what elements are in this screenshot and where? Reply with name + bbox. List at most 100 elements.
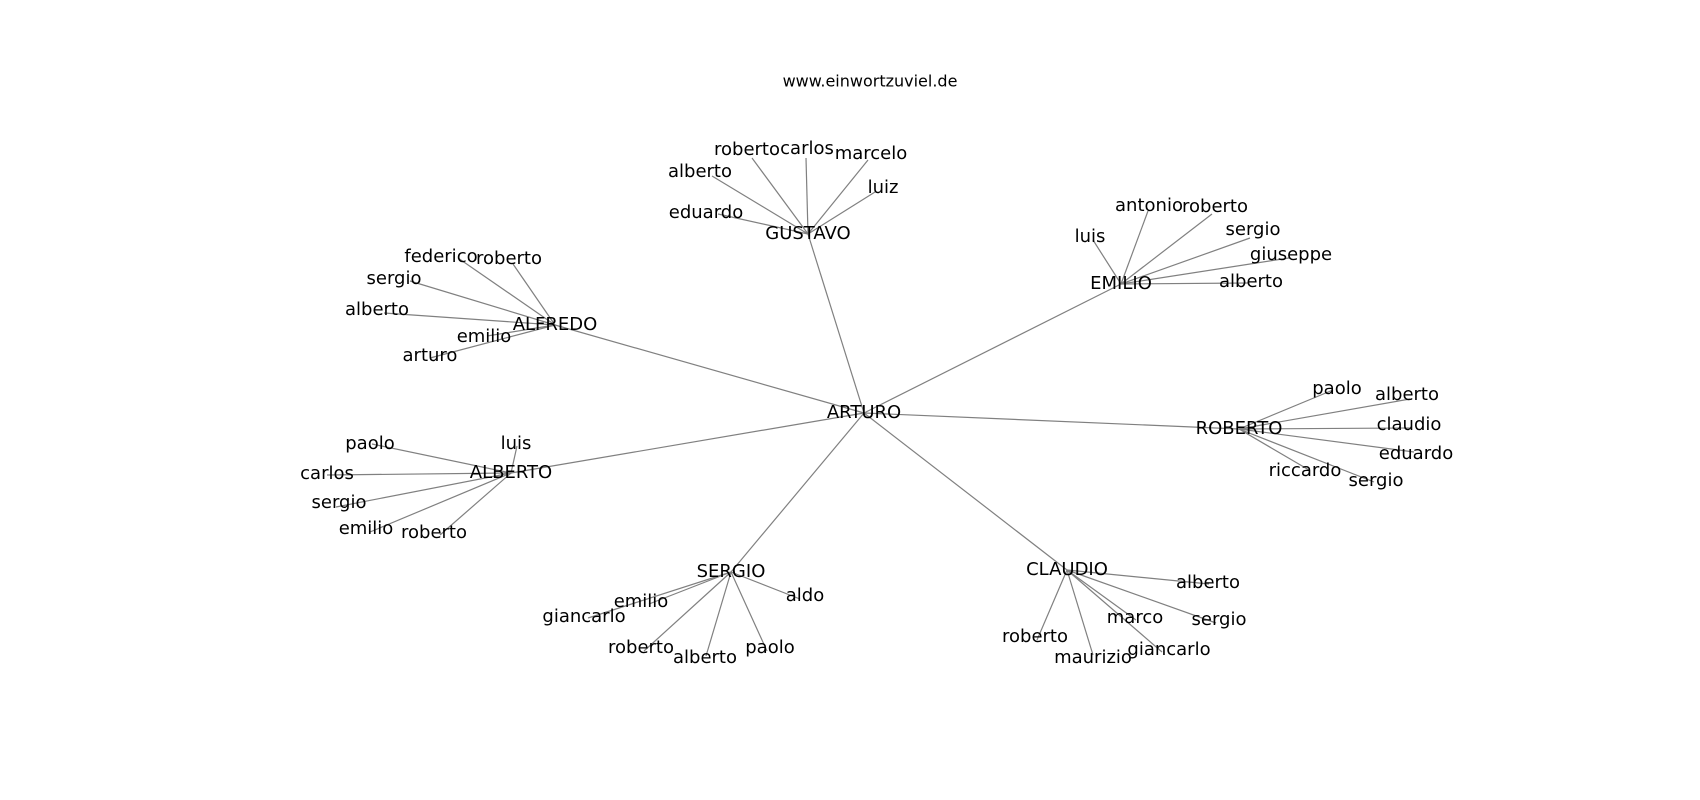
leaf-node-label: roberto <box>1182 196 1248 217</box>
leaf-node-label: roberto <box>1002 626 1068 647</box>
edge-emilio-to-antonio <box>1120 210 1149 285</box>
edge-alfredo-to-emilio <box>486 324 556 337</box>
edge-claudio-to-giancarlo <box>1066 569 1163 653</box>
hub-node-label: ALFREDO <box>513 314 598 335</box>
edge-alberto-to-paolo <box>371 443 512 474</box>
leaf-node-label: luis <box>501 433 532 454</box>
leaf-node-label: giancarlo <box>1127 639 1210 660</box>
leaf-node-label: alberto <box>673 647 737 668</box>
leaf-node-label: antonio <box>1115 195 1183 216</box>
site-caption: www.einwortzuviel.de <box>783 72 958 91</box>
edge-claudio-to-maurizio <box>1066 569 1094 656</box>
leaf-node-label: roberto <box>608 637 674 658</box>
leaf-node-label: alberto <box>345 299 409 320</box>
edge-gustavo-to-eduardo <box>717 213 809 235</box>
edge-sergio-to-roberto <box>643 571 732 652</box>
edge-alfredo-to-arturo <box>429 324 556 359</box>
leaf-node-label: alberto <box>668 161 732 182</box>
edge-alberto-to-luis <box>510 445 518 474</box>
leaf-node-label: sergio <box>367 268 422 289</box>
hub-node-label: SERGIO <box>697 561 766 582</box>
leaf-node-label: sergio <box>1226 219 1281 240</box>
edge-roberto-to-sergio <box>1238 428 1375 483</box>
edge-alfredo-to-alberto <box>383 312 556 326</box>
leaf-node-label: giuseppe <box>1250 244 1332 265</box>
leaf-node-label: arturo <box>403 345 458 366</box>
edge-sergio-to-paolo <box>730 571 768 652</box>
leaf-node-label: sergio <box>1349 470 1404 491</box>
leaf-node-label: paolo <box>345 433 394 454</box>
edge-root-to-roberto <box>863 412 1240 430</box>
edge-emilio-to-luis <box>1092 239 1122 285</box>
edge-alfredo-to-federico <box>457 257 556 326</box>
leaf-node-label: emilio <box>339 518 394 539</box>
edge-root-to-alfredo <box>554 324 865 414</box>
leaf-node-label: maurizio <box>1054 647 1132 668</box>
edge-roberto-to-eduardo <box>1238 428 1415 453</box>
leaf-node-label: sergio <box>312 492 367 513</box>
leaf-node-label: emilio <box>457 326 512 347</box>
edge-emilio-to-roberto <box>1120 213 1213 285</box>
edge-emilio-to-alberto <box>1120 282 1250 285</box>
edge-sergio-to-alberto <box>705 571 732 657</box>
hub-node-label: CLAUDIO <box>1026 559 1108 580</box>
edge-alberto-to-sergio <box>335 472 512 508</box>
edge-claudio-to-marco <box>1066 569 1137 621</box>
edge-claudio-to-alberto <box>1066 569 1210 585</box>
edge-root-to-alberto <box>510 412 865 474</box>
leaf-node-label: giancarlo <box>542 606 625 627</box>
edge-emilio-to-sergio <box>1120 237 1251 285</box>
edge-root-to-claudio <box>863 412 1068 571</box>
leaf-node-label: carlos <box>780 138 834 159</box>
leaf-node-label: aldo <box>786 585 824 606</box>
hub-node-label: ROBERTO <box>1196 418 1283 439</box>
edge-claudio-to-sergio <box>1066 569 1217 624</box>
leaf-node-label: roberto <box>714 139 780 160</box>
edge-alfredo-to-sergio <box>409 280 556 326</box>
edge-claudio-to-roberto <box>1036 569 1068 641</box>
leaf-node-label: sergio <box>1192 609 1247 630</box>
leaf-node-label: alberto <box>1219 271 1283 292</box>
leaf-node-label: roberto <box>401 522 467 543</box>
edge-gustavo-to-roberto <box>751 157 809 235</box>
leaf-node-label: alberto <box>1176 572 1240 593</box>
edge-roberto-to-alberto <box>1238 398 1411 430</box>
leaf-node-label: paolo <box>745 637 794 658</box>
leaf-node-label: marcelo <box>835 143 908 164</box>
edge-sergio-to-emilio <box>648 571 732 605</box>
hub-node-label: GUSTAVO <box>765 223 850 244</box>
edge-gustavo-to-luiz <box>807 191 876 235</box>
edge-gustavo-to-marcelo <box>807 159 869 235</box>
edge-alfredo-to-roberto <box>512 263 556 326</box>
root-node-label: ARTURO <box>827 402 901 423</box>
leaf-node-label: claudio <box>1377 414 1442 435</box>
leaf-node-label: eduardo <box>1379 443 1453 464</box>
edge-emilio-to-giuseppe <box>1120 257 1290 285</box>
leaf-node-label: luis <box>1075 226 1106 247</box>
edge-alberto-to-roberto <box>439 472 512 536</box>
edge-alberto-to-emilio <box>369 472 512 533</box>
leaf-node-label: paolo <box>1312 378 1361 399</box>
hub-node-label: ALBERTO <box>470 462 552 483</box>
edge-alberto-to-carlos <box>326 472 512 476</box>
leaf-node-label: luiz <box>868 177 899 198</box>
labels-layer: www.einwortzuviel.de ARTURO GUSTAVO eduard… <box>300 72 1453 669</box>
edge-root-to-emilio <box>863 283 1122 414</box>
leaf-node-label: federico <box>404 246 477 267</box>
edge-gustavo-to-alberto <box>711 175 809 235</box>
leaf-node-label: eduardo <box>669 202 743 223</box>
edge-root-to-gustavo <box>807 233 865 414</box>
hub-node-label: EMILIO <box>1090 273 1152 294</box>
leaf-node-label: marco <box>1107 607 1163 628</box>
edge-sergio-to-giancarlo <box>587 571 732 619</box>
leaf-node-label: carlos <box>300 463 354 484</box>
leaf-node-label: riccardo <box>1269 460 1342 481</box>
leaf-node-label: alberto <box>1375 384 1439 405</box>
edge-root-to-sergio <box>730 412 865 573</box>
edges-layer <box>326 157 1415 657</box>
edge-sergio-to-aldo <box>730 571 801 600</box>
edge-roberto-to-riccardo <box>1238 428 1310 471</box>
leaf-node-label: roberto <box>476 248 542 269</box>
leaf-node-label: emilio <box>614 591 669 612</box>
